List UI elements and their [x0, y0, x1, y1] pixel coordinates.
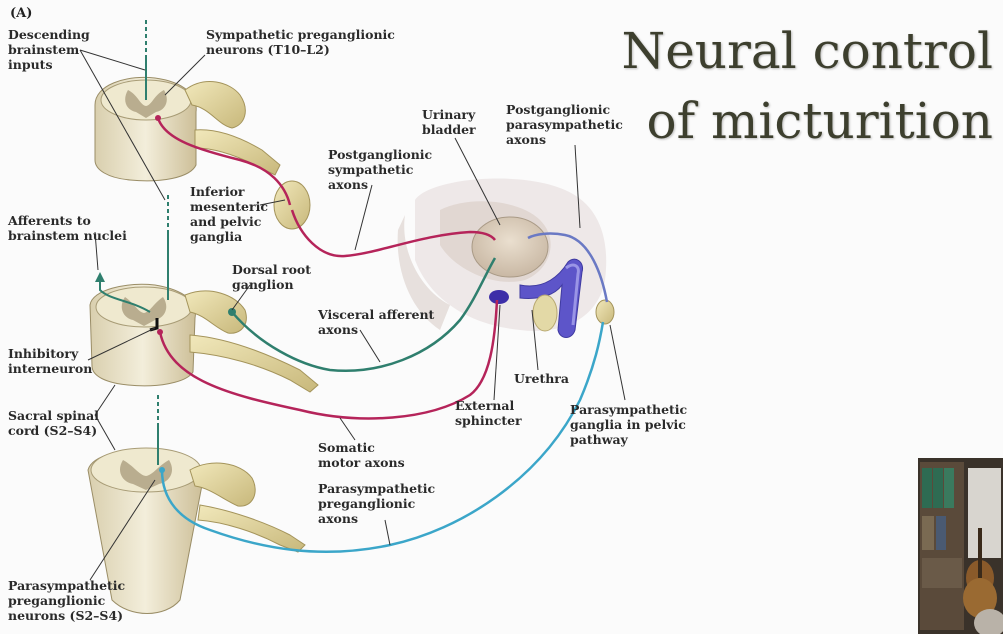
label-parasympathetic-preganglionic-axons: Parasympathetic preganglionic axons — [318, 481, 436, 526]
label-parasympathetic-ganglia: Parasympathetic ganglia in pelvic pathwa… — [570, 402, 688, 447]
label-urethra: Urethra — [514, 371, 569, 386]
label-urinary-bladder: Urinary bladder — [422, 107, 476, 137]
label-postganglionic-parasympathetic: Postganglionic parasympathetic axons — [506, 102, 623, 147]
label-descending-inputs: Descending brainstem inputs — [8, 27, 90, 72]
testis — [532, 294, 558, 332]
label-sacral-spinal-cord: Sacral spinal cord (S2–S4) — [8, 408, 99, 438]
spinal-cord-middle — [89, 283, 196, 387]
label-inferior-mesenteric-ganglia: Inferior mesenteric and pelvic ganglia — [190, 184, 268, 244]
postganglionic-sympathetic-axon — [290, 209, 496, 258]
afferent-ascending-arrow — [99, 278, 151, 313]
descending-inputs — [145, 20, 169, 465]
leader-lines — [79, 49, 626, 581]
urinary-bladder — [471, 216, 549, 278]
label-afferents-brainstem: Afferents to brainstem nuclei — [8, 213, 127, 243]
panel-letter: (A) — [10, 6, 33, 21]
urethra-shape — [519, 258, 584, 338]
external-sphincter-shape — [489, 290, 509, 304]
label-inhibitory-interneuron: Inhibitory interneuron — [8, 346, 93, 376]
visceral-afferent-axon — [231, 257, 497, 372]
label-sympathetic-preganglionic: Sympathetic preganglionic neurons (T10–L… — [206, 27, 395, 57]
slide-title-line1: Neural control — [621, 22, 993, 80]
afferent-arrowhead — [95, 272, 105, 282]
somatic-motor-axon — [158, 299, 499, 420]
label-dorsal-root-ganglion: Dorsal root ganglion — [232, 262, 312, 292]
slide-title-line2: of micturition — [646, 92, 993, 150]
label-external-sphincter: External sphincter — [455, 398, 522, 428]
nerve-roots — [184, 81, 319, 553]
sympathetic-preganglionic-axon — [156, 117, 292, 206]
pelvic-parasympathetic-ganglion — [595, 299, 615, 325]
postganglionic-parasympathetic-axon — [527, 232, 609, 303]
label-parasympathetic-preganglionic-neurons: Parasympathetic preganglionic neurons (S… — [8, 578, 126, 623]
label-visceral-afferent: Visceral afferent axons — [318, 307, 435, 337]
spinal-cord-lower — [87, 447, 204, 614]
label-somatic-motor: Somatic motor axons — [318, 440, 405, 470]
label-postganglionic-sympathetic: Postganglionic sympathetic axons — [328, 147, 433, 192]
presenter-webcam-thumbnail — [918, 458, 1003, 634]
